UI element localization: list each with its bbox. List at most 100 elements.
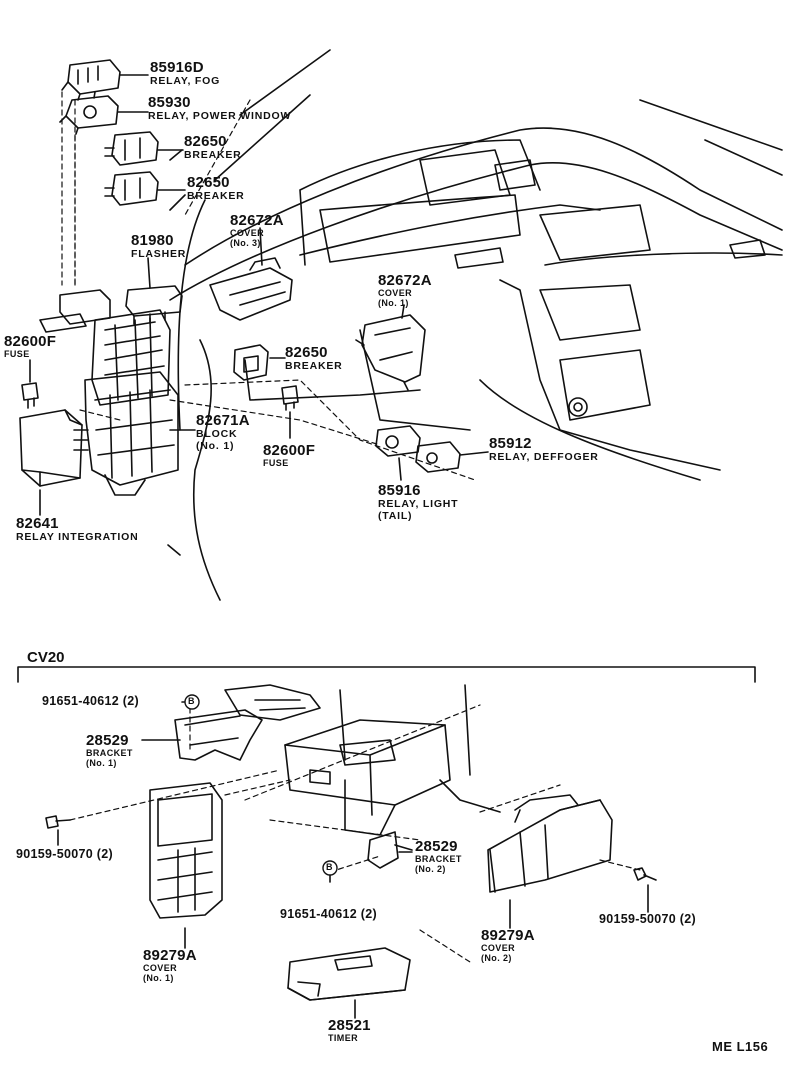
part-number: 28521 [328,1017,371,1034]
cover-no3-drawing [209,257,293,321]
part-label-breaker-c: 82650 BREAKER [285,345,343,372]
part-number: 89279A [143,947,197,964]
part-desc: BRACKET [415,854,462,864]
relay-power-window-drawing [59,95,119,135]
relay-light-drawing [375,425,421,457]
part-desc-2: (No. 2) [415,864,446,874]
part-desc: FUSE [4,349,30,359]
part-label-cover-no3: 82672A COVER (No. 3) [230,213,284,248]
part-label-cover-89279a-no1: 89279A COVER (No. 1) [143,948,197,983]
ecu-box-drawing [284,684,501,836]
part-desc: FLASHER [131,248,187,260]
part-label-bracket-no1: 28529 BRACKET (No. 1) [86,733,133,768]
part-desc: RELAY, FOG [150,75,221,87]
fuse-left-drawing [21,382,39,409]
section-label-cv20: CV20 [27,649,65,666]
part-number: 85916D [150,59,204,76]
part-label-screw-right: 90159-50070 (2) [599,912,696,926]
part-label-timer: 28521 TIMER [328,1018,371,1043]
part-label-relay-fog: 85916D RELAY, FOG [150,60,220,87]
relay-fog-drawing [61,59,121,101]
part-number: 85916 [378,482,421,499]
part-desc-2: (No. 1) [143,973,174,983]
drawing-code: ME L156 [712,1039,769,1054]
cover-no1-drawing [355,314,426,391]
leader-lines-upper [29,74,489,556]
part-number: 82650 [285,344,328,361]
part-number: 28529 [415,838,458,855]
part-desc: FUSE [263,458,289,468]
part-label-bracket-no2: 28529 BRACKET (No. 2) [415,839,462,874]
part-label-breaker-a: 82650 BREAKER [184,134,242,161]
cover-89279a-no1-drawing [149,782,223,919]
bolt-marker-bottom [322,860,338,876]
bolt-marker-top [184,694,200,710]
part-label-block-no1: 82671A BLOCK (No. 1) [196,413,250,451]
part-number: 82650 [187,174,230,191]
part-number: 82671A [196,412,250,429]
cover-89279a-no2-drawing [487,794,613,893]
part-number: 85930 [148,94,191,111]
part-label-cover-89279a-no2: 89279A COVER (No. 2) [481,928,535,963]
part-label-relay-light: 85916 RELAY, LIGHT (TAIL) [378,483,458,521]
flasher-drawing [125,285,183,325]
part-desc: RELAY, LIGHT [378,498,459,510]
bolt-marker-top-letter: B [188,696,195,706]
part-desc: COVER [230,228,265,238]
part-desc: RELAY, DEFFOGER [489,451,599,463]
part-desc: RELAY, POWER WINDOW [148,110,292,122]
part-label-bolt-b-bottom: 91651-40612 (2) [280,907,377,921]
bolt-marker-bottom-letter: B [326,862,333,872]
part-label-cover-no1: 82672A COVER (No. 1) [378,273,432,308]
bracket-no1-drawing [174,684,321,761]
part-desc: TIMER [328,1033,358,1043]
breaker-c-drawing [233,344,269,381]
bracket-no2-drawing [367,831,413,869]
part-desc: BREAKER [285,360,343,372]
part-desc-2: (No. 1) [86,758,117,768]
part-number: 82600F [4,333,57,350]
part-number: 89279A [481,927,535,944]
part-desc: COVER [143,963,178,973]
part-label-breaker-b: 82650 BREAKER [187,175,245,202]
dashed-leaders-lower [69,704,641,963]
part-number: 82600F [263,442,316,459]
part-desc-2: (No. 1) [378,298,409,308]
fuse-center-drawing [281,385,299,411]
part-desc: RELAY INTEGRATION [16,531,139,543]
part-number: 82672A [378,272,432,289]
junction-block-drawing [39,289,179,496]
part-label-fuse-left: 82600F FUSE [4,334,56,359]
part-label-screw-left: 90159-50070 (2) [16,847,113,861]
part-desc: BLOCK [196,428,238,440]
part-desc-2: (No. 2) [481,953,512,963]
part-number: 82641 [16,515,59,532]
relay-defogger-drawing [415,441,461,473]
part-desc: BRACKET [86,748,133,758]
part-desc: BREAKER [184,149,242,161]
dashboard-outline [169,49,783,601]
breaker-a-drawing [104,131,159,166]
part-label-relay-integration: 82641 RELAY INTEGRATION [16,516,139,543]
part-desc: COVER [481,943,516,953]
breaker-b-drawing [104,171,159,206]
part-number: 81980 [131,232,174,249]
screw-right-drawing [633,867,657,881]
screw-left-drawing [45,815,71,829]
part-number: 82672A [230,212,284,229]
part-desc-2: (No. 1) [196,439,235,452]
part-number: 85912 [489,435,532,452]
relay-integration-drawing [19,409,89,487]
part-number: 28529 [86,732,129,749]
part-label-bolt-b-top: 91651-40612 (2) [42,694,139,708]
part-label-flasher: 81980 FLASHER [131,233,186,260]
part-number: 82650 [184,133,227,150]
part-label-fuse-center: 82600F FUSE [263,443,315,468]
part-desc: COVER [378,288,413,298]
part-desc: BREAKER [187,190,245,202]
cv20-frame [17,666,756,683]
part-label-relay-defogger: 85912 RELAY, DEFFOGER [489,436,599,463]
part-desc-2: (TAIL) [378,509,413,522]
part-label-relay-power-window: 85930 RELAY, POWER WINDOW [148,95,291,122]
